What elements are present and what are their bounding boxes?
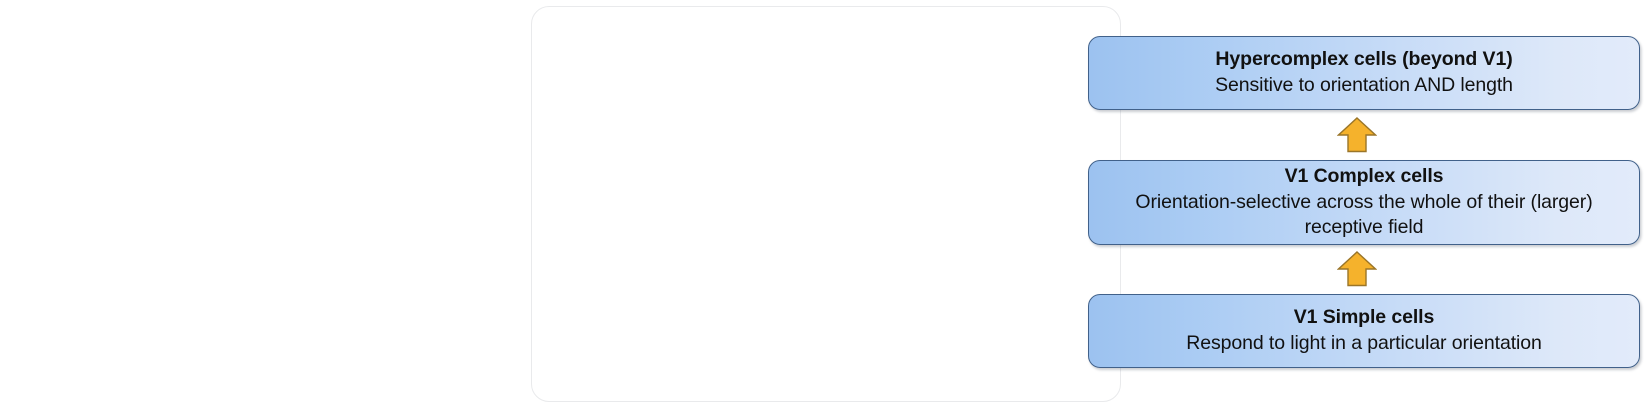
arrow-up-icon-complex-to-hypercomplex (1337, 117, 1377, 153)
cell-box-v1-complex-title: V1 Complex cells (1284, 164, 1444, 187)
cell-box-hypercomplex-title: Hypercomplex cells (beyond V1) (1215, 48, 1513, 71)
cell-box-hypercomplex[interactable]: Hypercomplex cells (beyond V1) Sensitive… (1088, 36, 1640, 110)
arrow-up-icon-simple-to-complex (1337, 251, 1377, 287)
cell-box-v1-simple[interactable]: V1 Simple cells Respond to light in a pa… (1088, 294, 1640, 368)
cell-box-v1-simple-subtitle: Respond to light in a particular orienta… (1186, 332, 1542, 354)
cell-box-v1-simple-title: V1 Simple cells (1293, 306, 1435, 329)
cell-box-v1-complex-subtitle: Orientation-selective across the whole o… (1135, 190, 1593, 239)
diagram-frame: Hypercomplex cells (beyond V1) Sensitive… (531, 6, 1640, 402)
cell-box-hypercomplex-subtitle: Sensitive to orientation AND length (1215, 74, 1513, 96)
cell-box-v1-complex[interactable]: V1 Complex cells Orientation-selective a… (1088, 160, 1640, 245)
